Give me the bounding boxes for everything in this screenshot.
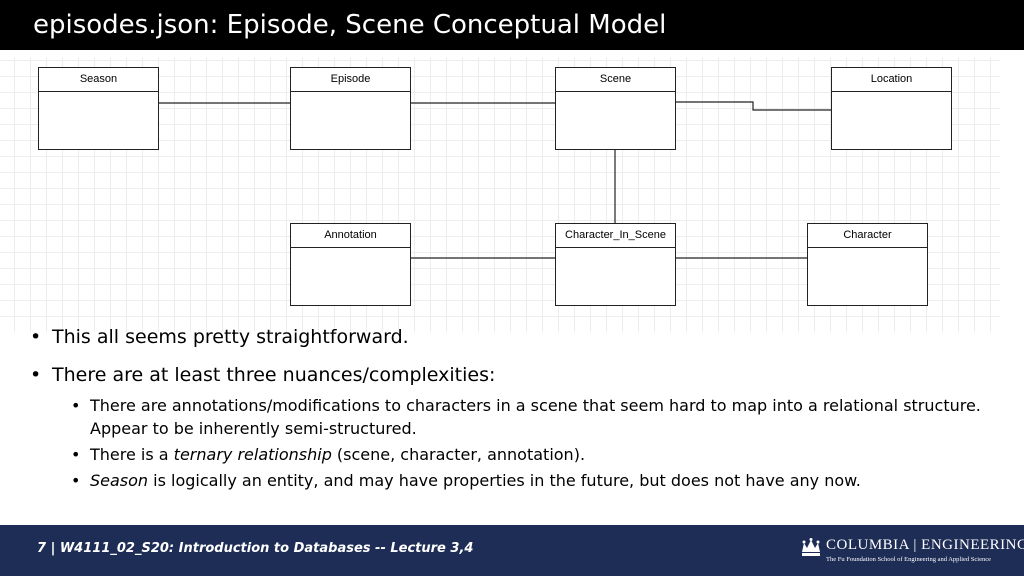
logo-sub-text: The Fu Foundation School of Engineering …	[826, 556, 991, 563]
er-diagram: Season Episode Scene Location Annotation…	[0, 57, 1000, 332]
sub-bullet-text-suffix: is logically an entity, and may have pro…	[148, 471, 861, 490]
bullet-marker: •	[30, 364, 42, 386]
sub-bullet-text-suffix: (scene, character, annotation).	[331, 445, 586, 464]
entity-character: Character	[807, 223, 928, 306]
entity-character-in-scene-label: Character_In_Scene	[556, 224, 675, 248]
entity-location: Location	[831, 67, 952, 150]
sub-bullet-text-prefix: There is a	[90, 445, 174, 464]
logo-main-text: COLUMBIA | ENGINEERING	[826, 537, 1024, 553]
entity-scene: Scene	[555, 67, 676, 150]
slide-title: episodes.json: Episode, Scene Conceptual…	[33, 10, 667, 40]
sub-bullet-text: There are annotations/modifications to c…	[90, 396, 981, 438]
sub-bullet-marker: •	[71, 396, 81, 415]
sub-bullet-emphasis: Season	[90, 471, 149, 490]
crown-icon	[802, 538, 820, 556]
bullet-item: • There are at least three nuances/compl…	[30, 363, 990, 387]
entity-season-label: Season	[39, 68, 158, 92]
bullet-item: • This all seems pretty straightforward.	[30, 325, 990, 349]
bullet-text: This all seems pretty straightforward.	[52, 326, 409, 348]
sub-bullet-item: • There is a ternary relationship (scene…	[30, 443, 990, 466]
entity-annotation: Annotation	[290, 223, 411, 306]
bullet-marker: •	[30, 326, 42, 348]
entity-annotation-label: Annotation	[291, 224, 410, 248]
columbia-engineering-logo: COLUMBIA | ENGINEERING The Fu Foundation…	[800, 535, 1024, 569]
sub-bullet-marker: •	[71, 471, 81, 490]
bullet-text: There are at least three nuances/complex…	[52, 364, 496, 386]
footer-text: 7 | W4111_02_S20: Introduction to Databa…	[37, 541, 474, 556]
sub-bullet-marker: •	[71, 445, 81, 464]
footer-bar: 7 | W4111_02_S20: Introduction to Databa…	[0, 525, 1024, 576]
entity-character-in-scene: Character_In_Scene	[555, 223, 676, 306]
bullet-list: • This all seems pretty straightforward.…	[30, 320, 990, 492]
sub-bullet-emphasis: ternary relationship	[173, 445, 332, 464]
scene-location-line	[675, 101, 832, 111]
entity-character-label: Character	[808, 224, 927, 248]
title-bar: episodes.json: Episode, Scene Conceptual…	[0, 0, 1024, 50]
entity-scene-label: Scene	[556, 68, 675, 92]
sub-bullet-item: • There are annotations/modifications to…	[30, 394, 990, 440]
entity-season: Season	[38, 67, 159, 150]
entity-episode-label: Episode	[291, 68, 410, 92]
sub-bullet-item: • Season is logically an entity, and may…	[30, 469, 990, 492]
entity-episode: Episode	[290, 67, 411, 150]
relationship-lines	[158, 101, 832, 259]
entity-location-label: Location	[832, 68, 951, 92]
